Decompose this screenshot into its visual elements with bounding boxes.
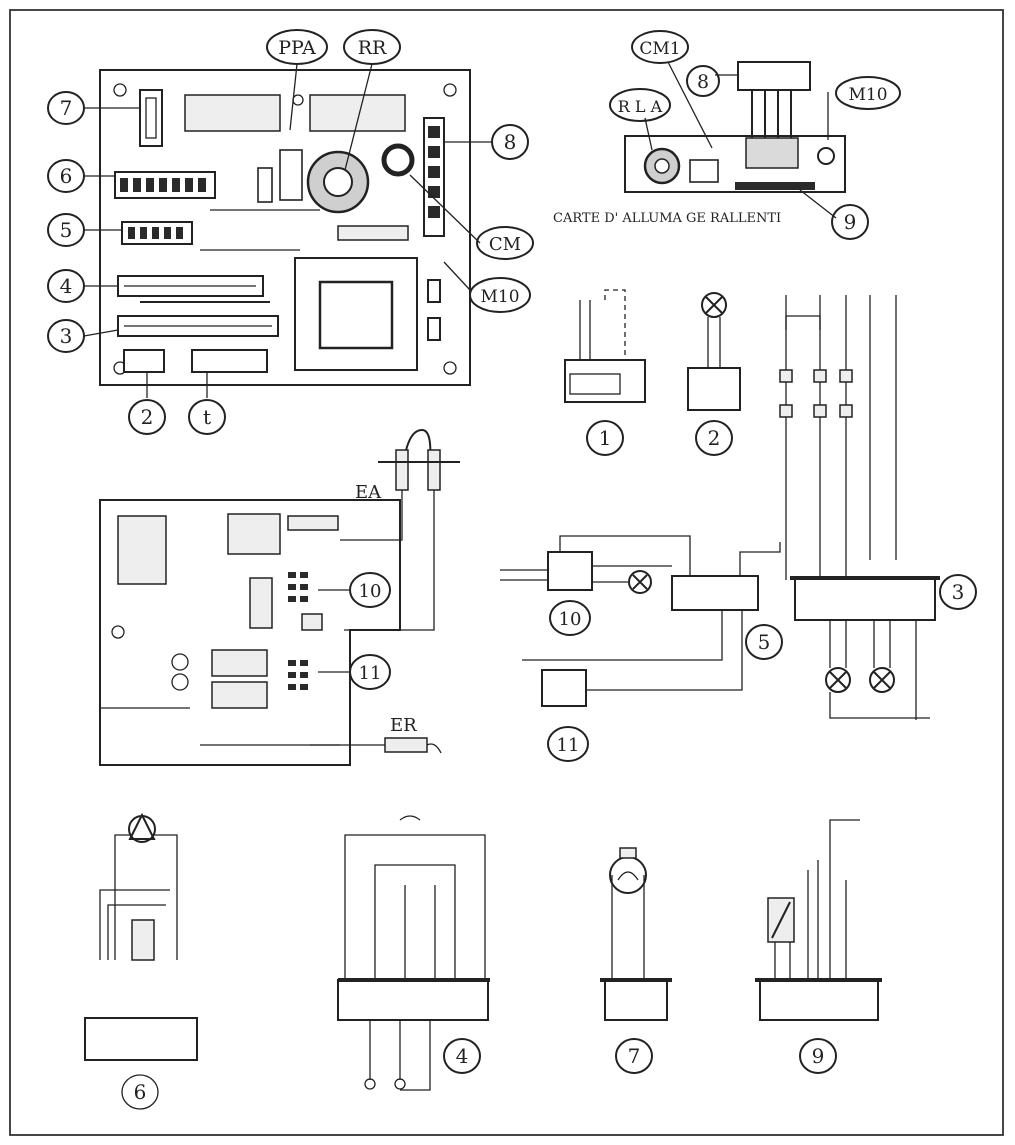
connector-10-5-11-schematic: 10 5 11: [500, 535, 783, 762]
callout-conn-3: 3: [952, 580, 965, 604]
label-m10: M10: [480, 287, 519, 307]
callout-7: 7: [60, 96, 73, 120]
connector-2-schematic: 2: [687, 292, 741, 456]
ignition-board: [99, 499, 401, 766]
callout-6: 6: [60, 164, 73, 188]
label-er: ER: [390, 715, 417, 736]
callout-conn-1: 1: [599, 426, 612, 450]
callout-conn-2: 2: [708, 426, 721, 450]
ignition-board-callouts: 10 11: [318, 572, 391, 690]
callout-8: 8: [504, 130, 517, 154]
callout-conn-11: 11: [557, 735, 580, 756]
label-m10-rla: M10: [848, 85, 887, 105]
rla-ignition-card: 8 M10 CM1 R L A 9 CARTE D' ALLUMA GE RAL…: [553, 30, 901, 240]
label-rr: RR: [358, 37, 387, 59]
diagram-border: [9, 9, 1004, 1136]
callout-4: 4: [60, 274, 73, 298]
label-ppa: PPA: [278, 37, 316, 59]
callout-9-rla: 9: [844, 210, 857, 234]
top-board-callouts: 7 6 5 4 3 2 t 8 PPA RR CM M10: [47, 29, 534, 435]
er-electrode: ER: [310, 715, 442, 754]
label-rla: R L A: [618, 97, 663, 116]
callout-2: 2: [141, 405, 154, 429]
callout-11-board: 11: [359, 663, 382, 684]
callout-10-board: 10: [359, 581, 382, 602]
callout-3: 3: [60, 324, 73, 348]
connector-3-schematic: 3: [779, 295, 977, 720]
callout-5: 5: [60, 218, 73, 242]
label-ea: EA: [355, 482, 382, 503]
connector-6-schematic: 6: [84, 812, 198, 1110]
connector-4-schematic: 4: [337, 815, 490, 1091]
connector-7-schematic: 7: [600, 847, 672, 1074]
callout-conn-9: 9: [812, 1044, 825, 1068]
main-control-board: [99, 69, 471, 386]
callout-conn-4: 4: [456, 1044, 469, 1068]
ea-electrode: EA: [340, 428, 460, 631]
callout-8-rla: 8: [697, 71, 709, 93]
callout-1: t: [203, 405, 211, 429]
label-cm1: CM1: [639, 39, 680, 59]
connector-1-schematic: 1: [564, 289, 646, 456]
callout-conn-6: 6: [134, 1080, 147, 1104]
label-cm: CM: [489, 234, 521, 255]
connector-9-schematic: 9: [755, 819, 882, 1074]
callout-conn-7: 7: [628, 1044, 641, 1068]
callout-conn-10: 10: [559, 609, 582, 630]
rla-caption: CARTE D' ALLUMA GE RALLENTI: [553, 211, 781, 226]
callout-conn-5: 5: [758, 630, 771, 654]
